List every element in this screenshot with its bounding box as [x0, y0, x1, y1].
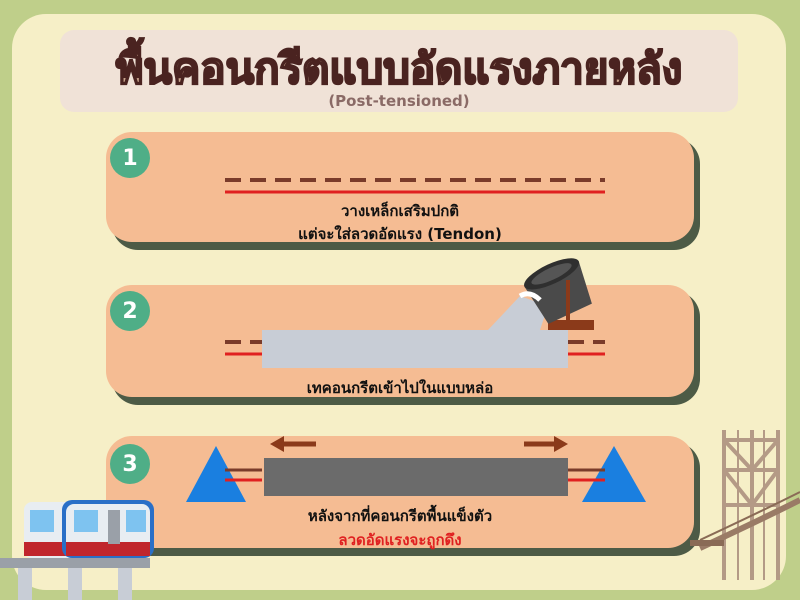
step3-caption-line1: หลังจากที่คอนกรีตพื้นแข็งตัว — [307, 507, 493, 525]
anchor-triangle-icon — [582, 446, 646, 502]
wet-concrete-slab — [262, 330, 568, 368]
title-box — [60, 30, 738, 112]
step1-card — [106, 132, 694, 242]
anchor-triangle-icon — [186, 446, 246, 502]
hardened-concrete-slab — [264, 458, 568, 496]
step3-caption-line2: ลวดอัดแรงจะถูกดึง — [338, 531, 462, 549]
concrete-bucket-icon — [488, 258, 594, 330]
pull-arrow-icon — [270, 436, 316, 452]
pull-arrow-icon — [524, 436, 568, 452]
step3-badge: 3 — [110, 444, 150, 484]
step1-caption-line2: แต่จะใส่ลวดอัดแรง (Tendon) — [298, 225, 502, 243]
page-title: พื้นคอนกรีตแบบอัดแรงภายหลัง — [115, 43, 684, 94]
page-subtitle: (Post-tensioned) — [328, 92, 470, 110]
step2-caption: เทคอนกรีตเข้าไปในแบบหล่อ — [306, 379, 494, 397]
step1-badge: 1 — [110, 138, 150, 178]
step1-caption-line1: วางเหล็กเสริมปกติ — [340, 202, 460, 220]
step2-badge: 2 — [110, 291, 150, 331]
